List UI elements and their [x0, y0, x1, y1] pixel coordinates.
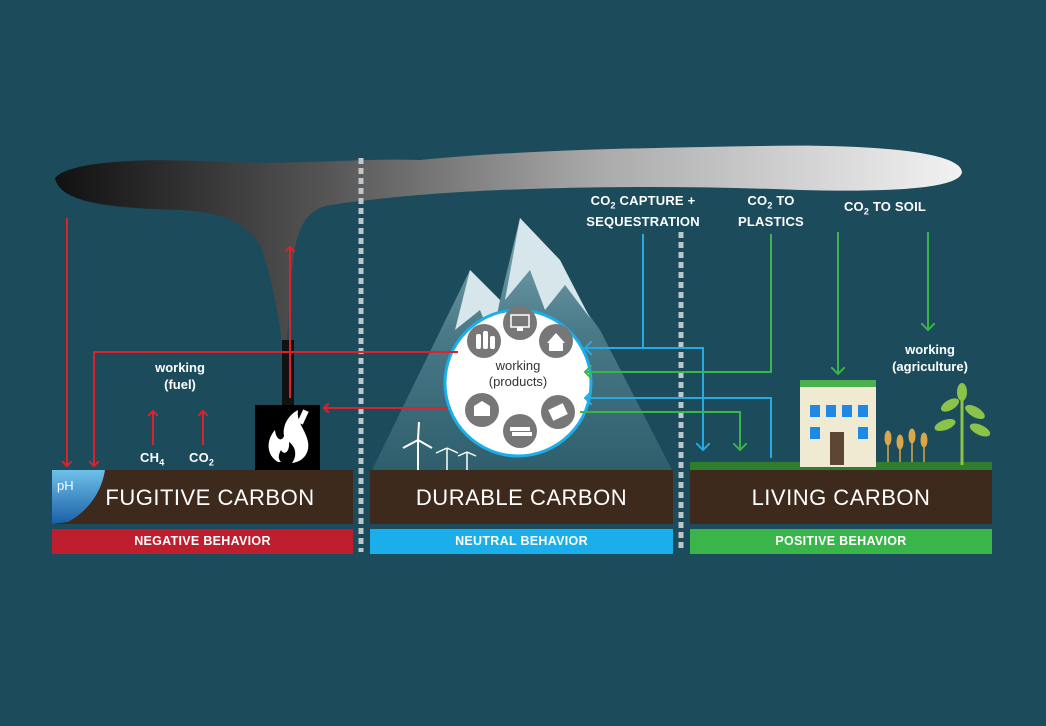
durable-soil [370, 470, 673, 524]
working-products-line1: working [495, 358, 541, 373]
green-arrow-to-products [585, 234, 772, 372]
positive-behavior-label: POSITIVE BEHAVIOR [775, 534, 907, 548]
co2-plastics-label: CO2 TO PLASTICS [735, 193, 807, 230]
living-carbon-title: LIVING CARBON [751, 485, 931, 510]
neutral-flow-arrows [585, 234, 772, 458]
co2-capture-sub: 2 [610, 200, 616, 211]
co2-soil-prefix: CO [843, 199, 864, 214]
blue-arrow-to-ground [643, 347, 703, 450]
working-fuel-line2: (fuel) [164, 377, 196, 392]
co2-soil-label: CO2 TO SOIL [835, 199, 935, 220]
neutral-bar [370, 529, 673, 554]
ch4-text: CH [140, 450, 160, 465]
ph-label: pH [57, 478, 74, 493]
durable-carbon-title: DURABLE CARBON [415, 485, 628, 510]
co2-emission-sub: 2 [208, 457, 215, 468]
working-agriculture-label: working (agriculture) [885, 341, 975, 375]
neutral-behavior-label: NEUTRAL BEHAVIOR [455, 534, 588, 548]
co2-capture-line1: CO2 CAPTURE + [583, 193, 703, 214]
negative-behavior-label: NEGATIVE BEHAVIOR [134, 534, 271, 548]
co2-plastics-sub: 2 [767, 200, 773, 211]
co2-soil-suffix: TO SOIL [869, 199, 927, 214]
co2-soil-sub: 2 [863, 206, 870, 217]
working-products-line2: (products) [488, 374, 548, 389]
computer-icon [503, 306, 537, 340]
ch4-label: CH4 [140, 450, 164, 471]
working-agriculture-line1: working [905, 342, 955, 357]
positive-bar [690, 529, 992, 554]
working-fuel-line1: working [155, 360, 205, 375]
co2-plastics-prefix: CO [747, 193, 768, 208]
products-cycle [443, 306, 593, 458]
co2-capture-prefix: CO [590, 193, 611, 208]
tree-icon [934, 383, 991, 465]
working-products-label: working (products) [478, 358, 558, 390]
green-arrow-to-ground [580, 411, 740, 450]
negative-flow-arrows [67, 218, 458, 466]
co2-emission-text: CO [189, 450, 209, 465]
water-icon [52, 470, 105, 524]
co2-capture-suffix: CAPTURE + [615, 193, 696, 208]
negative-bar [52, 529, 353, 554]
co2-capture-label: CO2 CAPTURE + SEQUESTRATION [583, 193, 703, 230]
co2-plastics-line1: CO2 TO [735, 193, 807, 214]
co2-plastics-line2: PLASTICS [738, 213, 804, 229]
green-roof-building-icon [800, 380, 876, 467]
co2-plastics-suffix: TO [772, 193, 795, 208]
positive-flow-arrows [580, 232, 928, 450]
working-agriculture-line2: (agriculture) [892, 359, 968, 374]
co2-emission-label: CO2 [189, 450, 214, 471]
wind-turbine-icon [402, 421, 477, 470]
wheat-icon [884, 428, 928, 462]
furnace-fire-icon [255, 405, 320, 470]
red-arrow-down-2 [94, 351, 458, 466]
co2-capture-line2: SEQUESTRATION [586, 213, 700, 229]
ch4-sub: 4 [159, 457, 165, 468]
living-soil [690, 470, 992, 524]
fugitive-carbon-title: FUGITIVE CARBON [105, 485, 315, 510]
working-fuel-label: working (fuel) [140, 359, 220, 393]
blue-arrow-from-living [585, 398, 772, 458]
